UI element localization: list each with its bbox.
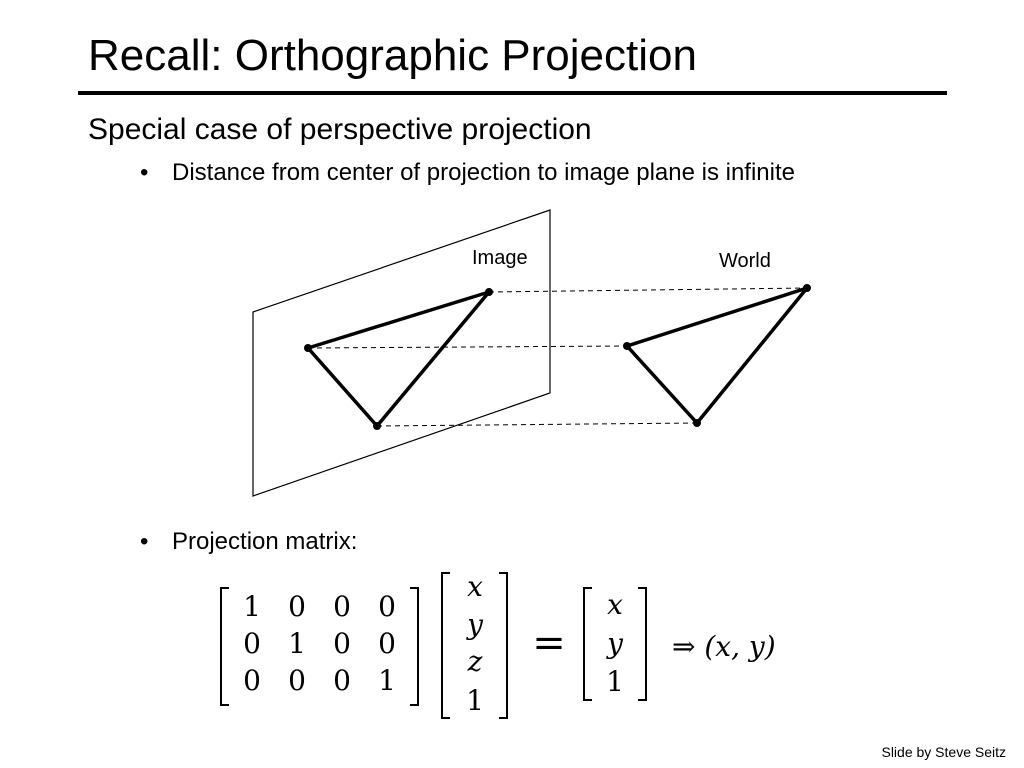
- image-plane: [252, 209, 551, 497]
- bullet-dot: •: [140, 528, 149, 555]
- output-vector-entry: y: [605, 627, 624, 660]
- input-vector-entry: 1: [466, 684, 484, 717]
- projection-line-left: [307, 345, 628, 349]
- bullet-item-projection-matrix: • Projection matrix:: [140, 527, 357, 557]
- matrix-cell: 0: [333, 627, 351, 660]
- bullet-text: Projection matrix:: [172, 528, 358, 555]
- matrix-right-bracket: [410, 587, 419, 706]
- world-label: World: [719, 250, 771, 272]
- equals-sign: =: [532, 620, 566, 666]
- matrix-cell: 0: [333, 590, 351, 623]
- image-vertex: [485, 288, 493, 296]
- matrix-cell: 1: [288, 627, 306, 660]
- output-vector-left-bracket: [583, 587, 592, 701]
- matrix-cell: 0: [288, 664, 306, 697]
- output-vector-entry: x: [607, 588, 623, 621]
- slide-subtitle: Special case of perspective projection: [88, 113, 592, 146]
- world-vertex: [803, 284, 811, 292]
- input-vector-right-bracket: [499, 572, 508, 719]
- output-vector-entry: 1: [606, 665, 624, 698]
- matrix-cell: 0: [243, 664, 261, 697]
- bullet-text: Distance from center of projection to im…: [172, 159, 795, 186]
- image-vertex: [304, 344, 312, 352]
- input-vector-entry: x: [467, 570, 483, 603]
- bullet-item-distance: • Distance from center of projection to i…: [140, 158, 795, 188]
- world-triangle: [625, 286, 809, 425]
- world-vertex: [623, 342, 631, 350]
- matrix-cell: 0: [333, 664, 351, 697]
- matrix-left-bracket: [220, 587, 229, 706]
- input-vector-entry: y: [465, 608, 484, 641]
- title-underline: [78, 91, 947, 95]
- image-triangle: [306, 290, 491, 428]
- matrix-cell: 1: [378, 664, 396, 697]
- matrix-cell: 0: [378, 590, 396, 623]
- image-vertex: [373, 422, 381, 430]
- slide-credit: Slide by Steve Seitz: [881, 744, 1006, 760]
- matrix-cell: 1: [243, 590, 261, 623]
- output-vector-right-bracket: [638, 587, 647, 701]
- input-vector-entry: z: [467, 645, 483, 678]
- matrix-cell: 0: [243, 627, 261, 660]
- world-vertex: [693, 419, 701, 427]
- bullet-dot: •: [140, 159, 149, 186]
- projection-line-top: [488, 287, 808, 293]
- image-label: Image: [472, 247, 528, 269]
- input-vector-left-bracket: [441, 572, 450, 719]
- matrix-cell: 0: [378, 627, 396, 660]
- projection-result: ⇒ (x, y): [672, 630, 776, 663]
- slide-title: Recall: Orthographic Projection: [88, 31, 697, 80]
- matrix-cell: 0: [288, 590, 306, 623]
